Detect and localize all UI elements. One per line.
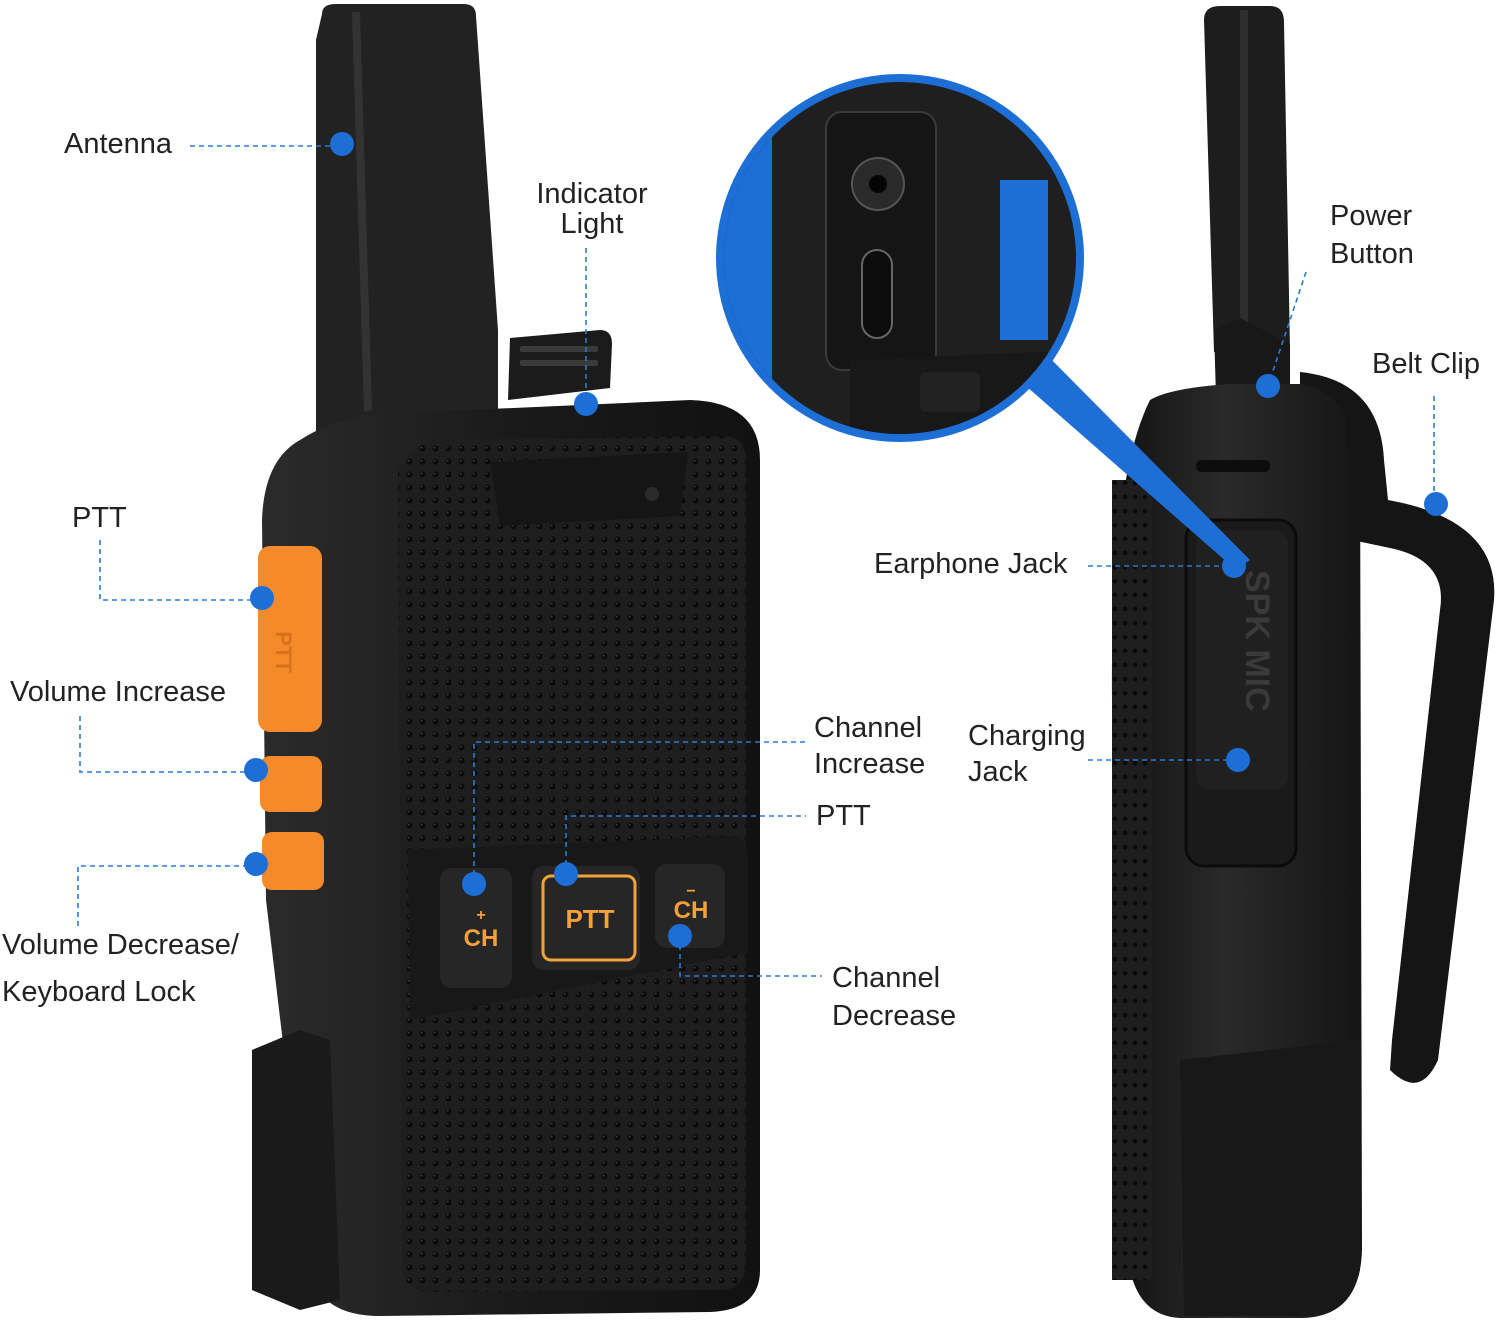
ch-plus-key[interactable]: + CH (440, 868, 512, 988)
charging-dot (1226, 748, 1250, 772)
earphone-dot (1222, 554, 1246, 578)
charging-jack-label-line2: Jack (968, 756, 1028, 788)
ch-minus-sign: − (686, 883, 695, 900)
callout-dots (244, 132, 1448, 948)
ptt-front-leader (565, 815, 806, 874)
zoom-callout (716, 74, 1250, 570)
front-ptt-key[interactable]: PTT (532, 866, 640, 970)
volume-down-key[interactable] (262, 832, 324, 890)
channel-decrease-label-line2: Decrease (832, 1000, 957, 1032)
volume-increase-label: Volume Increase (10, 676, 227, 708)
display-window (490, 452, 688, 526)
volume-increase-leader (79, 716, 256, 773)
antenna-label: Antenna (64, 128, 173, 160)
earphone-jack-label: Earphone Jack (874, 548, 1068, 580)
channel-decrease-dot (668, 924, 692, 948)
channel-decrease-label-line1: Channel (832, 962, 941, 994)
ptt-front-dot (554, 862, 578, 886)
power-leader (1267, 271, 1307, 387)
indicator-label-line1: Indicator (536, 178, 648, 210)
volume-up-key[interactable] (260, 756, 322, 812)
ch-minus-text: CH (674, 897, 709, 924)
ptt-side-leader (99, 540, 262, 601)
charging-jack-label-line1: Charging (968, 720, 1086, 752)
volume-decrease-leader (77, 865, 256, 926)
antenna-dot (330, 132, 354, 156)
belt-clip[interactable] (1300, 372, 1495, 1083)
port-cover-text: SPK MIC (1238, 570, 1276, 712)
channel-increase-label-line1: Channel (814, 712, 923, 744)
side-ptt-key[interactable]: PTT (258, 546, 322, 732)
antenna-highlight (352, 12, 372, 412)
antenna-shape (316, 4, 498, 440)
front-radio: + CH PTT − CH PTT (252, 4, 760, 1316)
volume-decrease-dot (244, 852, 268, 876)
power-dot (1256, 374, 1280, 398)
leader-lines (77, 145, 1435, 977)
side-grille (1112, 480, 1152, 1280)
ptt-front-label: PTT (816, 800, 871, 832)
sensor-icon (645, 487, 659, 501)
indicator-ridge (520, 360, 598, 366)
port-cover[interactable]: SPK MIC (1184, 518, 1298, 868)
channel-decrease-leader (679, 936, 822, 977)
ptt-side-dot (250, 586, 274, 610)
side-vent (1196, 460, 1270, 472)
zoom-pointer (1010, 344, 1250, 570)
power-label-line1: Power (1330, 200, 1413, 232)
usb-c-port-icon (861, 249, 893, 339)
indicator-dot (574, 392, 598, 416)
side-radio: SPK MIC (1111, 6, 1495, 1318)
front-ptt-text: PTT (565, 904, 614, 934)
side-bottom-cap (1180, 1040, 1360, 1316)
indicator-label-line2: Light (560, 208, 624, 240)
channel-increase-leader (473, 741, 806, 884)
front-bottom-cap (252, 1030, 340, 1310)
belt-clip-label: Belt Clip (1372, 348, 1480, 380)
volume-decrease-label-line2: Keyboard Lock (2, 976, 196, 1008)
volume-increase-dot (244, 758, 268, 782)
side-ptt-text: PTT (271, 631, 296, 673)
channel-increase-dot (462, 872, 486, 896)
channel-increase-label-line2: Increase (814, 748, 926, 780)
volume-decrease-label-line1: Volume Decrease/ (2, 929, 239, 961)
ptt-side-label: PTT (72, 502, 127, 534)
side-antenna-seam (1240, 10, 1248, 346)
power-label-line2: Button (1330, 238, 1414, 270)
belt-clip-dot (1424, 492, 1448, 516)
ch-plus-text: CH (464, 925, 499, 952)
indicator-ridge (520, 346, 598, 352)
ch-plus-sign: + (476, 907, 485, 924)
